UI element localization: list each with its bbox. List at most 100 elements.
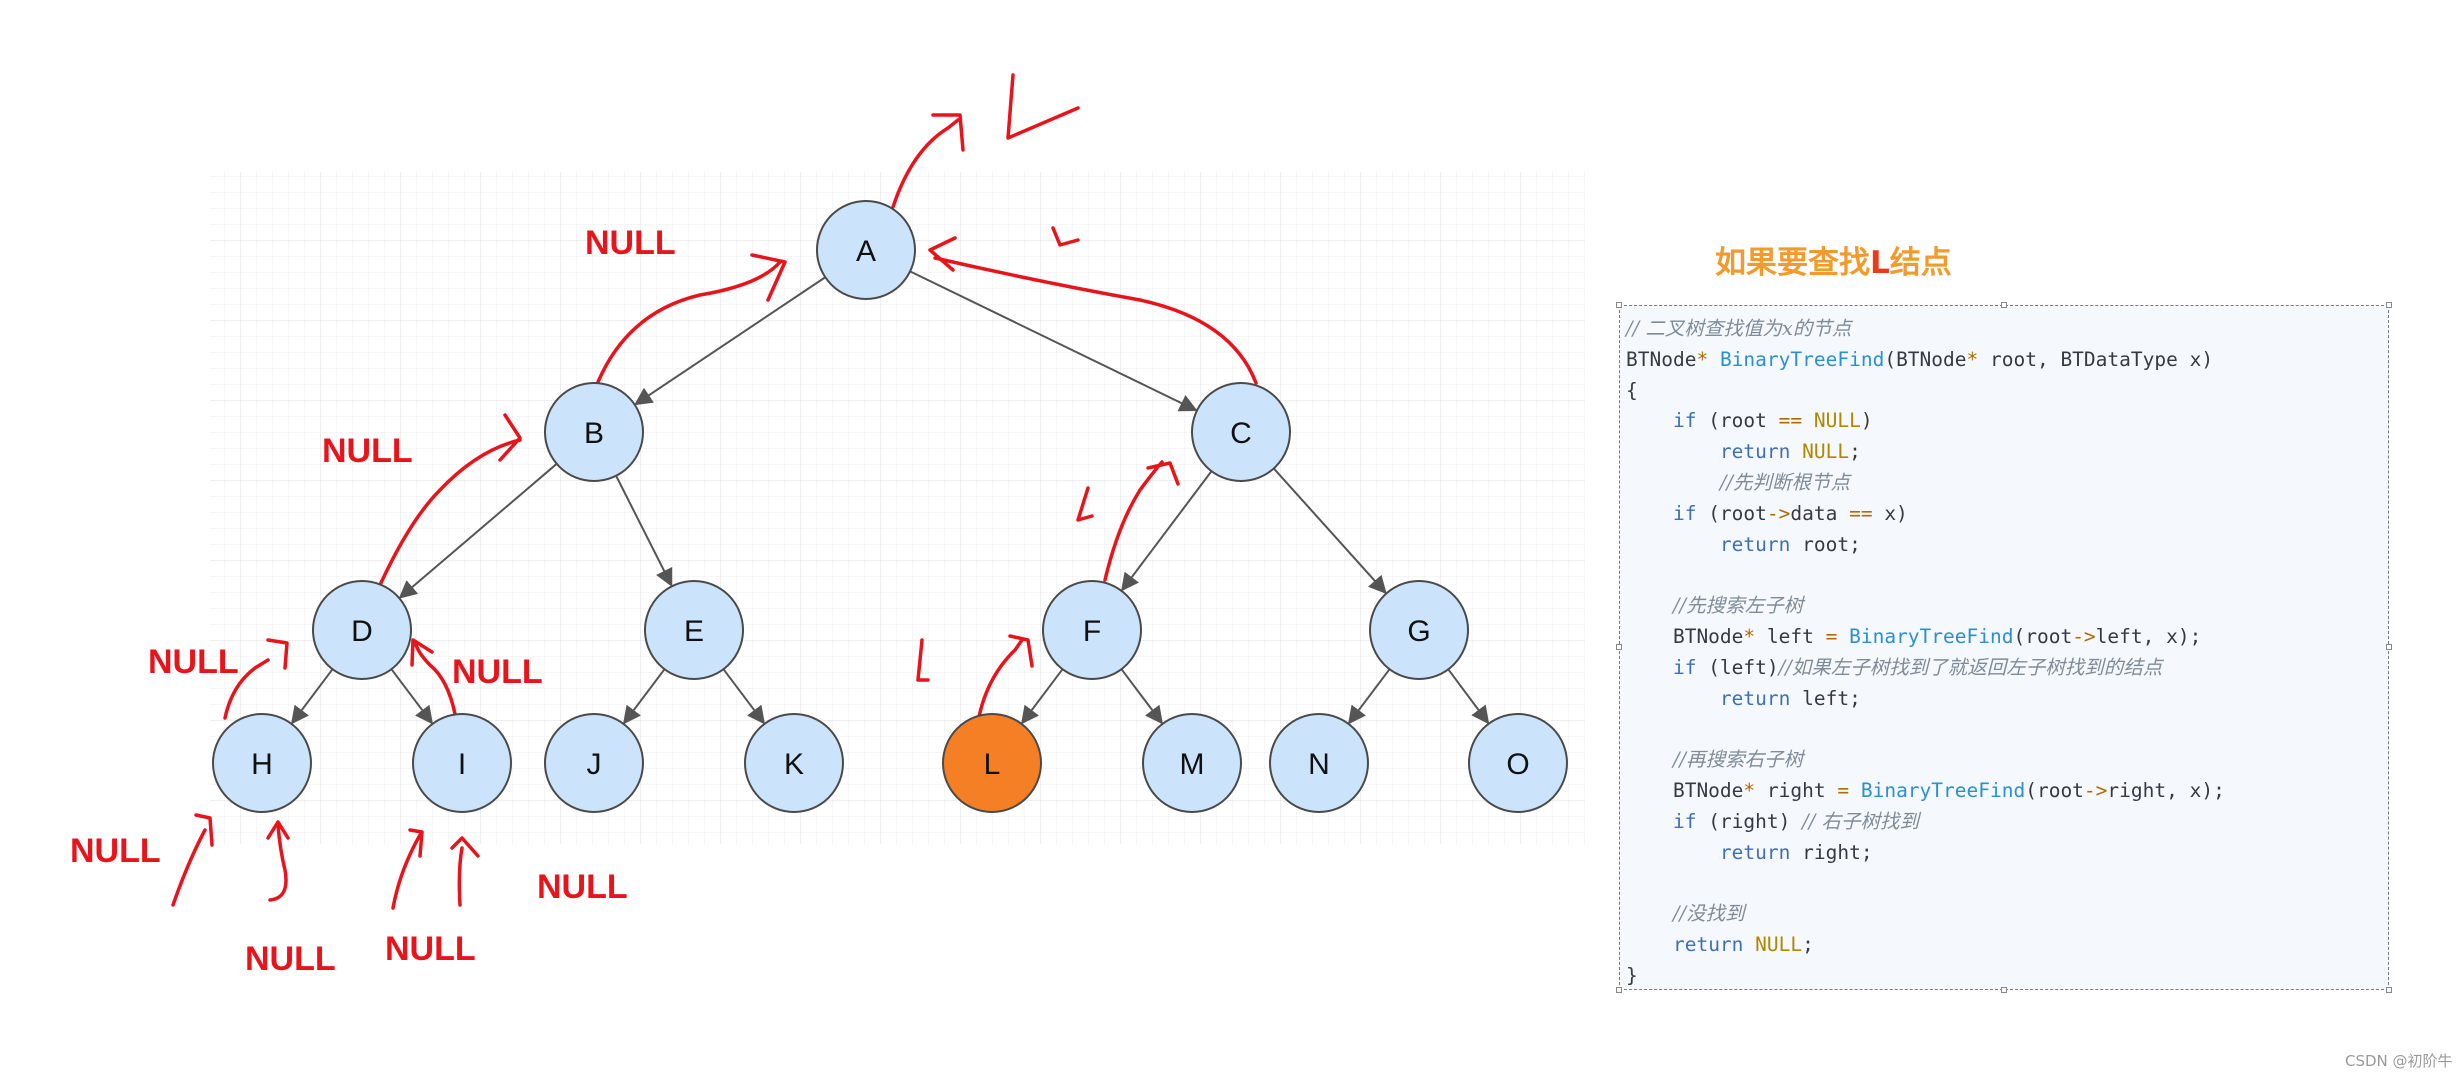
edge-G-O	[1447, 668, 1490, 725]
code-token: ->	[2072, 624, 2096, 648]
tree-node-I: I	[412, 713, 512, 813]
resize-handle-bottom-left[interactable]	[1616, 987, 1622, 993]
title-prefix: 如果要查找	[1715, 245, 1870, 281]
code-token	[1626, 933, 1673, 956]
code-token: (root	[2025, 778, 2084, 802]
tree-node-G: G	[1369, 580, 1469, 680]
code-token	[1626, 748, 1673, 771]
null-label-1: NULL	[585, 224, 676, 262]
edge-G-N	[1347, 668, 1391, 725]
code-token: right	[1755, 778, 1838, 802]
code-line: return NULL;	[1626, 437, 2225, 468]
node-circle-K	[744, 713, 844, 813]
code-token: {	[1626, 378, 1638, 402]
code-token: left, x);	[2095, 624, 2202, 648]
node-label-I: I	[458, 748, 466, 781]
code-line	[1626, 714, 2225, 745]
tick-near-l	[916, 638, 930, 682]
node-circle-I	[412, 713, 512, 813]
code-token: BTNode	[1626, 778, 1744, 802]
code-token	[1837, 625, 1849, 648]
arrow-null-i-right	[450, 836, 480, 907]
resize-handle-top-right[interactable]	[2386, 302, 2392, 308]
edge-F-L	[1020, 668, 1064, 725]
resize-handle-top-left[interactable]	[1616, 302, 1622, 308]
resize-handle-bottom-middle[interactable]	[2001, 987, 2007, 993]
node-label-H: H	[251, 748, 273, 781]
code-token: *	[1743, 624, 1756, 648]
node-label-G: G	[1407, 615, 1430, 648]
tree-node-L: L	[942, 713, 1042, 813]
tree-node-A: A	[816, 200, 916, 300]
code-token: ==	[1778, 409, 1803, 433]
tree-node-O: O	[1468, 713, 1568, 813]
code-token	[1626, 409, 1673, 432]
code-token: if	[1672, 501, 1697, 525]
code-token: *	[1743, 778, 1756, 802]
code-token: if	[1672, 655, 1697, 679]
code-line: //先判断根节点	[1626, 468, 2225, 499]
code-token	[1790, 440, 1802, 463]
code-token: //没找到	[1672, 902, 1745, 926]
resize-handle-bottom-right[interactable]	[2386, 987, 2392, 993]
arrow-null-h-right	[266, 820, 290, 902]
code-line: BTNode* left = BinaryTreeFind(root->left…	[1626, 622, 2225, 653]
node-label-B: B	[584, 417, 604, 450]
code-token: //再搜索右子树	[1672, 748, 1804, 772]
code-token: return	[1672, 932, 1744, 956]
edge-E-J	[622, 668, 666, 725]
code-token: return	[1719, 686, 1791, 710]
edge-C-G	[1273, 467, 1387, 595]
edge-A-B	[634, 276, 826, 406]
null-label-3: NULL	[148, 643, 239, 681]
code-token: // 右子树找到	[1802, 809, 1919, 833]
code-token: right, x);	[2107, 778, 2225, 802]
code-token: NULL	[1755, 932, 1803, 956]
code-token: return	[1719, 532, 1791, 556]
tree-node-K: K	[744, 713, 844, 813]
arrow-d-to-b	[378, 413, 522, 587]
code-line: if (root == NULL)	[1626, 406, 2225, 437]
tree-node-F: F	[1042, 580, 1142, 680]
null-label-2: NULL	[322, 432, 413, 470]
code-token	[1626, 440, 1720, 463]
code-token: (left)	[1696, 655, 1779, 679]
code-token: (root	[1696, 409, 1779, 433]
tree-node-D: D	[312, 580, 412, 680]
resize-handle-middle-right[interactable]	[2386, 644, 2392, 650]
code-token	[1802, 409, 1814, 432]
page-title: 如果要查找L结点	[1715, 237, 1952, 282]
code-token: (root	[2013, 624, 2073, 648]
tree-node-N: N	[1269, 713, 1369, 813]
edge-B-E	[615, 475, 673, 587]
edge-E-K	[722, 668, 766, 725]
code-line: }	[1626, 961, 2225, 992]
node-label-K: K	[784, 748, 804, 781]
node-circle-B	[544, 382, 644, 482]
code-line: if (left)//如果左子树找到了就返回左子树找到的结点	[1626, 653, 2225, 684]
resize-handle-middle-left[interactable]	[1616, 644, 1622, 650]
code-token: left;	[1790, 686, 1861, 710]
code-line	[1626, 868, 2225, 899]
node-label-N: N	[1308, 748, 1330, 781]
code-token: (right)	[1696, 809, 1803, 833]
edge-B-D	[398, 463, 558, 599]
tick-near-f	[1076, 486, 1094, 522]
code-token: if	[1672, 809, 1697, 833]
edge-D-H	[290, 668, 334, 725]
node-circle-D	[312, 580, 412, 680]
red-annotations	[171, 73, 1258, 910]
resize-handle-top-middle[interactable]	[2001, 302, 2007, 308]
code-line: return root;	[1626, 530, 2225, 561]
edge-D-I	[390, 668, 434, 725]
code-token	[1626, 533, 1720, 556]
node-circle-O	[1468, 713, 1568, 813]
code-token: BinaryTreeFind	[1860, 778, 2026, 802]
code-token: return	[1719, 840, 1791, 864]
code-token: }	[1626, 963, 1638, 987]
null-label-4: NULL	[452, 653, 543, 691]
node-circle-C	[1191, 382, 1291, 482]
